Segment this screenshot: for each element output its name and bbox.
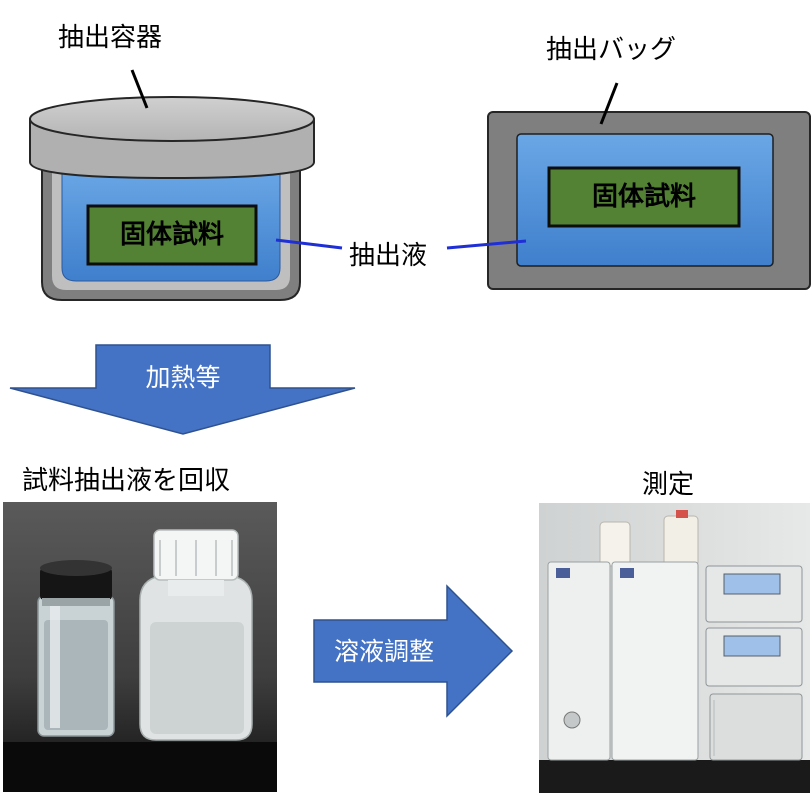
- extract-liquid-label: 抽出液: [349, 241, 428, 271]
- recover-label: 試料抽出液を回収: [22, 466, 231, 496]
- heating-down-arrow: [9, 344, 356, 435]
- container-label: 抽出容器: [58, 23, 163, 53]
- jar-lid-top: [29, 96, 315, 142]
- extract-leader-left: [275, 238, 343, 250]
- heating-step-label: 加熱等: [145, 363, 221, 392]
- container-leader-line: [130, 69, 149, 109]
- jar-solid-sample: [86, 204, 258, 266]
- measure-label: 測定: [642, 470, 695, 500]
- photo-measurement-instrument: [539, 503, 810, 793]
- jar-solid-sample-label: 固体試料: [119, 220, 224, 250]
- extract-leader-right: [446, 239, 527, 250]
- extraction-bag: [487, 111, 811, 290]
- pump-module-icon: [547, 561, 611, 761]
- bag-solid-sample: [547, 166, 741, 228]
- bag-leader-line: [599, 82, 619, 125]
- reservoir-bottle-icon: [599, 521, 631, 567]
- bag-label: 抽出バッグ: [546, 35, 677, 65]
- photo-recovered-extract: [3, 502, 277, 792]
- glass-vial-icon: [37, 560, 115, 737]
- adjust-right-arrow: [313, 584, 514, 718]
- extraction-container: [29, 96, 315, 301]
- solution-adjust-label: 溶液調整: [333, 637, 434, 666]
- plastic-bottle-icon: [139, 529, 253, 741]
- bag-solid-sample-label: 固体試料: [591, 182, 696, 212]
